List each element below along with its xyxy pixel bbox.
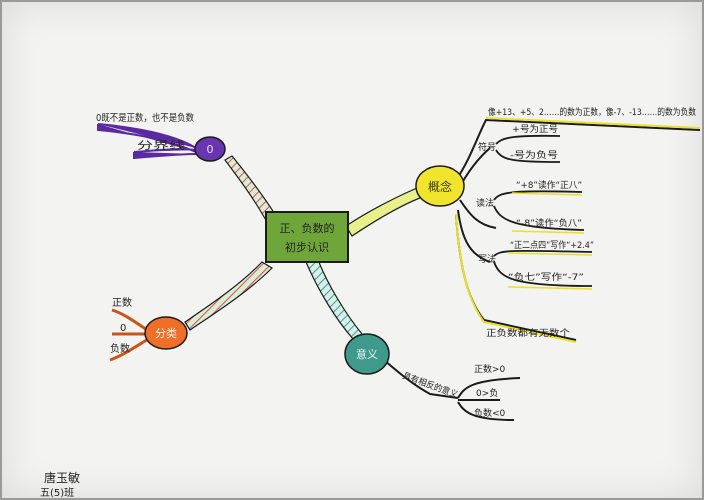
signature-name: 唐玉敏 <box>44 470 80 485</box>
classify-item-0: 正数 <box>112 296 132 309</box>
zero-node <box>194 136 226 162</box>
concept-group-2-item-1: “负七”写作“-7” <box>508 271 584 283</box>
concept-group-1-item-1: “-8”读作“负八” <box>516 217 582 229</box>
concept-group-1-lines <box>493 190 585 231</box>
concept-group-2-item-0: “正二点四”写作“+2.4” <box>510 239 594 251</box>
meaning-node <box>344 333 390 375</box>
concept-group-0-label: 符号 <box>478 141 496 153</box>
concept-group-1-item-0: “+8”读作“正八” <box>516 179 582 191</box>
concept-node <box>415 165 465 207</box>
classify-node-label: 分类 <box>155 326 177 340</box>
concept-group-2-lines <box>493 249 593 287</box>
connector-meaning <box>305 259 363 341</box>
meaning-item-0: 正数>0 <box>474 363 506 375</box>
concept-group-0-item-0: +号为正号 <box>512 123 558 135</box>
classify-item-1: 0 <box>120 323 126 334</box>
central-topic-box <box>265 211 349 263</box>
zero-branch-lines <box>97 123 197 160</box>
concept-group-0-item-1: -号为负号 <box>510 149 558 161</box>
concept-group-0-lines <box>495 134 561 163</box>
zero-item-0: 0既不是正数，也不是负数 <box>96 112 194 124</box>
central-topic-line1: 正、负数的 <box>280 221 335 235</box>
concept-top-text: 像+13、+5、2……的数为正数，像-7、-13……的数为负数 <box>488 106 696 118</box>
concept-node-label: 概念 <box>428 179 452 194</box>
concept-bottom-text: 正负数都有无数个 <box>486 327 570 339</box>
connector-concept <box>345 184 429 237</box>
central-topic-line2: 初步认识 <box>285 240 329 254</box>
classify-item-2: 负数 <box>110 342 130 355</box>
connector-classify <box>184 261 273 331</box>
concept-group-2-accent <box>507 252 593 290</box>
zero-node-label: 0 <box>207 143 214 156</box>
zero-item-1: 分界线 <box>137 139 185 152</box>
meaning-node-label: 意义 <box>356 347 378 361</box>
meaning-item-1: 0>负 <box>476 387 498 399</box>
signature-class: 五(5)班 <box>40 487 74 499</box>
concept-group-1-accent <box>511 192 585 234</box>
meaning-branch-lines <box>383 359 521 421</box>
connector-zero <box>224 155 281 225</box>
concept-group-2-label: 写法 <box>478 253 496 265</box>
concept-trunk-lines <box>455 118 701 341</box>
concept-group-1-label: 读法 <box>476 197 494 209</box>
meaning-item-2: 负数<0 <box>474 407 506 419</box>
classify-node <box>144 316 188 350</box>
concept-yellow-accent <box>455 117 701 343</box>
meaning-sub-label: 具有相反的意义 <box>401 370 460 401</box>
